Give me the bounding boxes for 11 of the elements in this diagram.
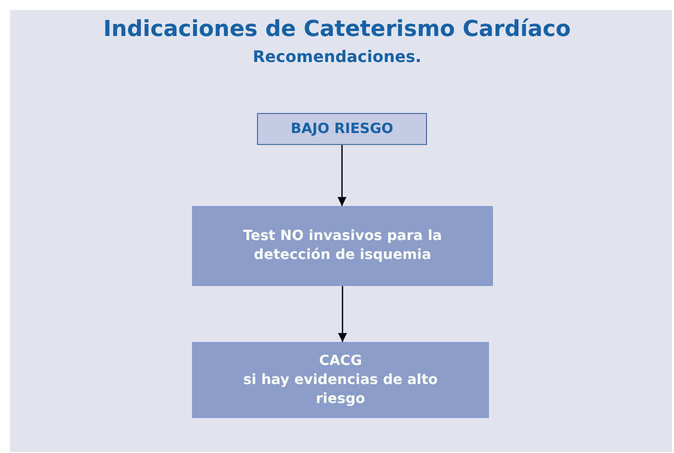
node-text: BAJO RIESGO <box>290 120 394 138</box>
node-text: CACG <box>319 352 362 370</box>
title: Indicaciones de Cateterismo Cardíaco <box>102 17 572 42</box>
arrow <box>338 286 348 342</box>
subtitle: Recomendaciones. <box>252 47 422 66</box>
process-box <box>192 206 493 286</box>
node-text: si hay evidencias de alto riesgo <box>242 370 439 408</box>
arrow <box>337 145 347 206</box>
node-text: Test NO invasivos para la detección de isquemia <box>242 227 442 265</box>
process-box <box>257 113 427 145</box>
process-box <box>192 342 489 418</box>
